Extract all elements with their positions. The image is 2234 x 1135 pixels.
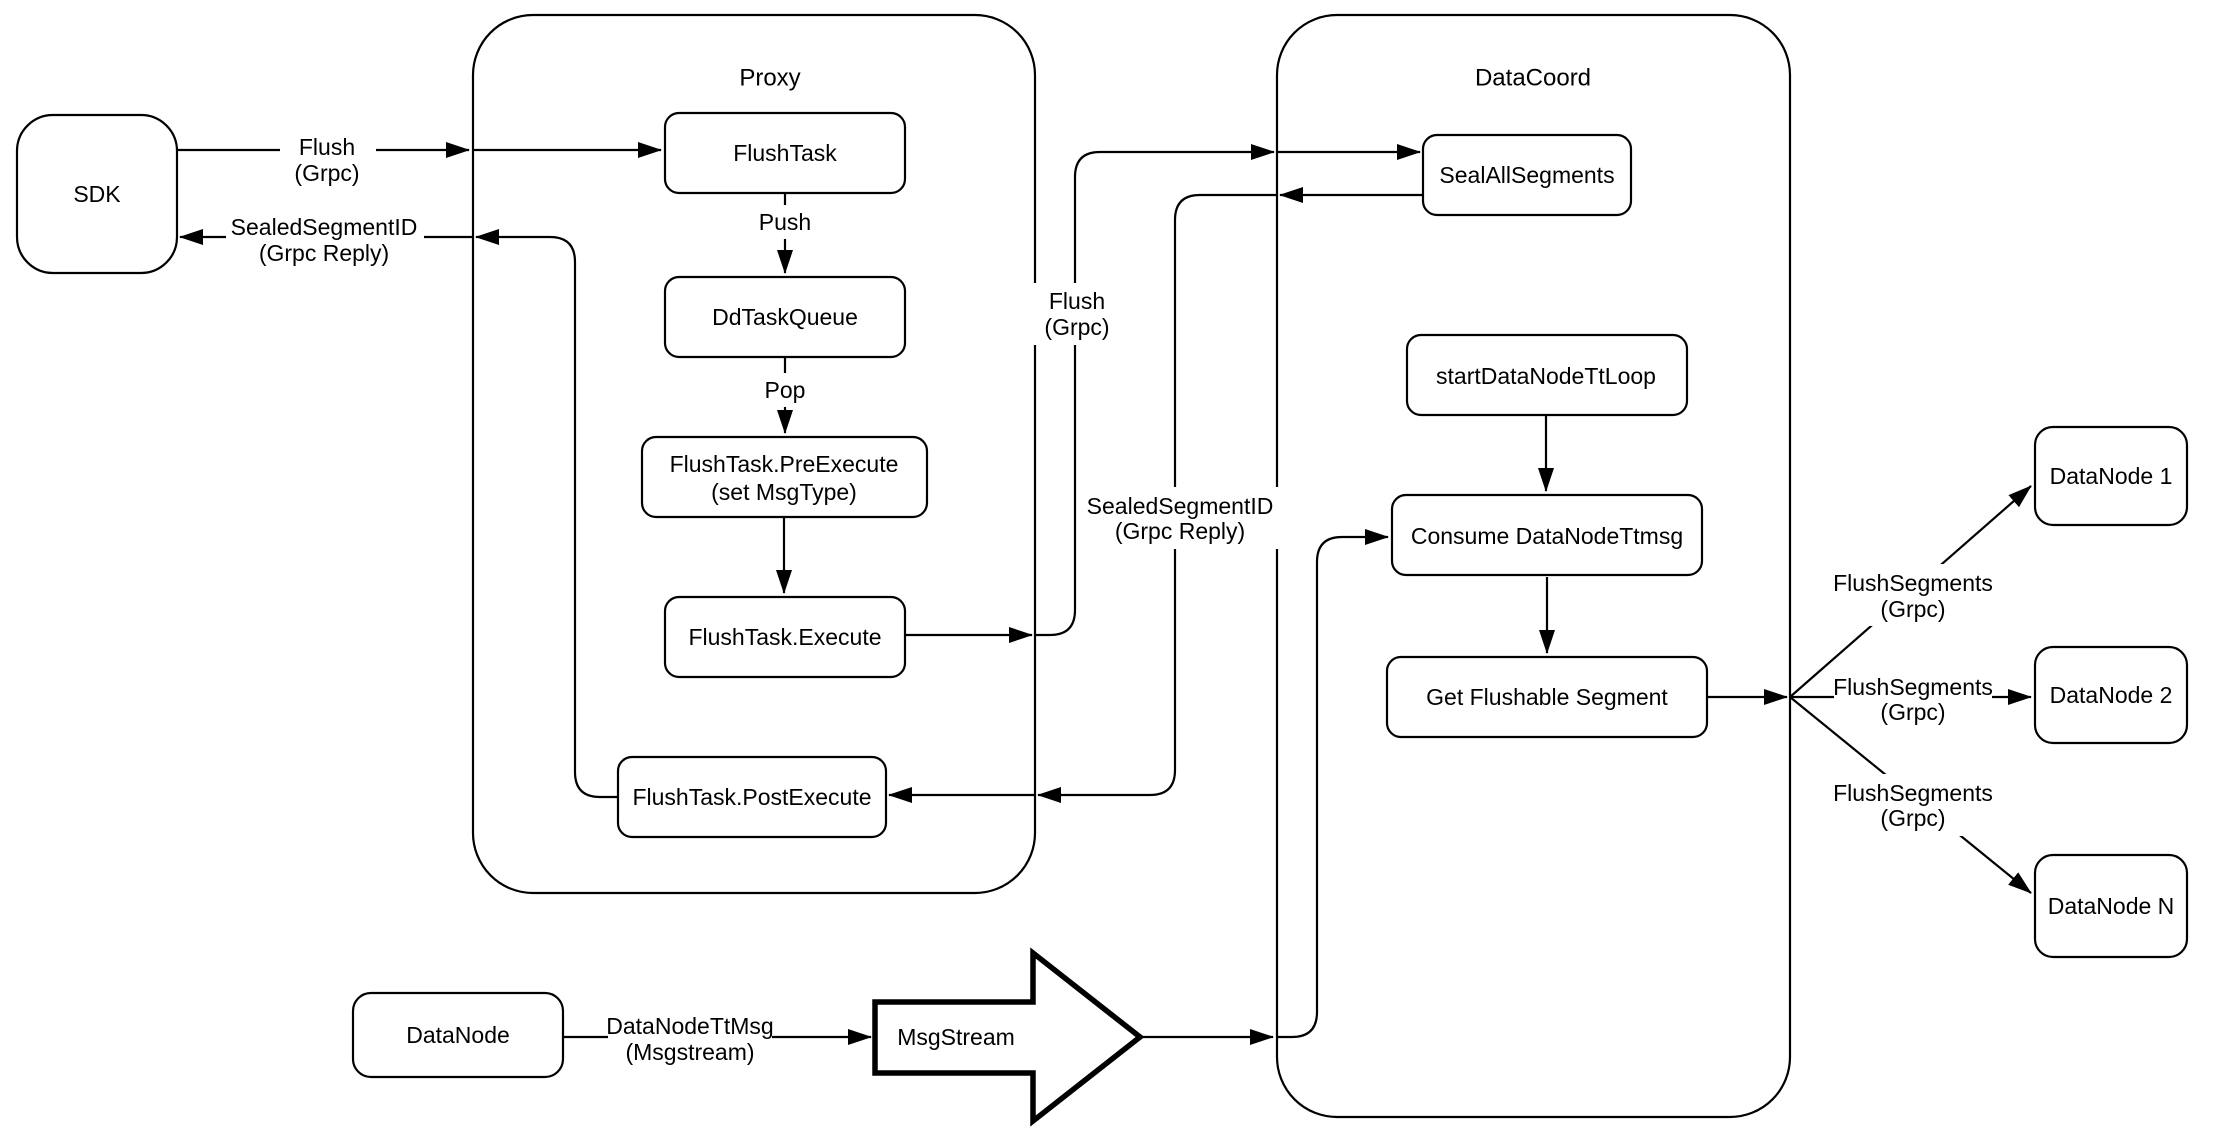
sealallsegments-node [1421,133,1633,217]
edge-label-flushsegments-2-line2: (Grpc) [1880,699,1945,725]
edge-label-flush-sdk-line2: (Grpc) [294,160,359,186]
edge-label-flushsegments-1-line2: (Grpc) [1880,596,1945,622]
datanoden-node [2033,853,2189,959]
edge-label-push: Push [759,209,811,235]
flushtask-node [663,111,907,195]
datanode1-label: DataNode 1 [2050,463,2173,489]
edge-label-flush-sdk-line1: Flush [299,134,355,160]
ddtaskqueue-node [663,275,907,359]
edge-label-datanodettmsg-line1: DataNodeTtMsg [606,1013,773,1039]
sdk-label: SDK [73,181,121,207]
datacoord-title: DataCoord [1475,65,1591,92]
consumedatanodettmsg-label: Consume DataNodeTtmsg [1411,523,1683,549]
datanode-label: DataNode [406,1022,510,1048]
edge-label-flushsegments-1-line1: FlushSegments [1833,570,1993,596]
msgstream-label: MsgStream [897,1024,1015,1050]
datanoden-label: DataNode N [2048,893,2175,919]
edge-label-sealed-sdk-line1: SealedSegmentID [231,214,418,240]
label-bg-flush-mid [1028,283,1126,345]
label-bg-flush-sdk [280,128,376,190]
label-bg-datanode-ttmsg [608,1007,772,1069]
postexecute-label: FlushTask.PostExecute [632,784,871,810]
label-bg-flushsegments-1 [1834,564,1992,626]
edge-label-sealed-mid-line2: (Grpc Reply) [1115,518,1245,544]
edge-label-flush-mid-line1: Flush [1049,288,1105,314]
edge-label-pop: Pop [765,377,806,403]
flushtask-label: FlushTask [733,140,837,166]
edge-postexecute-to-proxy-edge [475,229,618,799]
proxy-container [471,13,1037,895]
ddtaskqueue-label: DdTaskQueue [712,304,858,330]
preexecute-label-line2: (set MsgType) [711,479,857,505]
execute-node [663,595,907,679]
edge-msgstream-up-to-consume [1277,529,1389,1039]
datanode2-node [2033,645,2189,745]
edge-label-sealed-sdk-line2: (Grpc Reply) [259,240,389,266]
edge-label-flushsegments-n-line2: (Grpc) [1880,805,1945,831]
consumedatanodettmsg-node [1390,493,1704,577]
edge-label-sealed-mid-line1: SealedSegmentID [1087,493,1274,519]
label-bg-pop [757,373,813,407]
datanode1-node [2033,425,2189,527]
preexecute-node [640,435,929,519]
datanode2-label: DataNode 2 [2050,682,2173,708]
getflushablesegment-node [1385,655,1709,739]
label-bg-push [749,205,821,239]
postexecute-node [616,755,888,839]
label-bg-flushsegments-2 [1834,668,1992,730]
edge-label-flush-mid-line2: (Grpc) [1044,314,1109,340]
startdatanodettloop-label: startDataNodeTtLoop [1436,363,1656,389]
sealallsegments-label: SealAllSegments [1439,162,1614,188]
label-bg-flushsegments-n [1834,774,1992,836]
edge-label-datanodettmsg-line2: (Msgstream) [625,1039,754,1065]
getflushablesegment-label: Get Flushable Segment [1426,684,1668,710]
datanode-node [351,991,565,1079]
preexecute-label-line1: FlushTask.PreExecute [670,451,899,477]
startdatanodettloop-node [1405,333,1689,417]
proxy-title: Proxy [739,65,800,92]
label-bg-sealed-mid [1081,487,1279,549]
edge-label-flushsegments-n-line1: FlushSegments [1833,780,1993,806]
sdk-node [15,113,179,275]
datacoord-container [1275,13,1792,1119]
msgstream-block-arrow [872,947,1145,1127]
label-bg-sealed-sdk [226,208,424,270]
execute-label: FlushTask.Execute [688,624,881,650]
edge-flush-up-to-datacoord-edge [1035,144,1275,637]
edge-label-flushsegments-2-line1: FlushSegments [1833,674,1993,700]
